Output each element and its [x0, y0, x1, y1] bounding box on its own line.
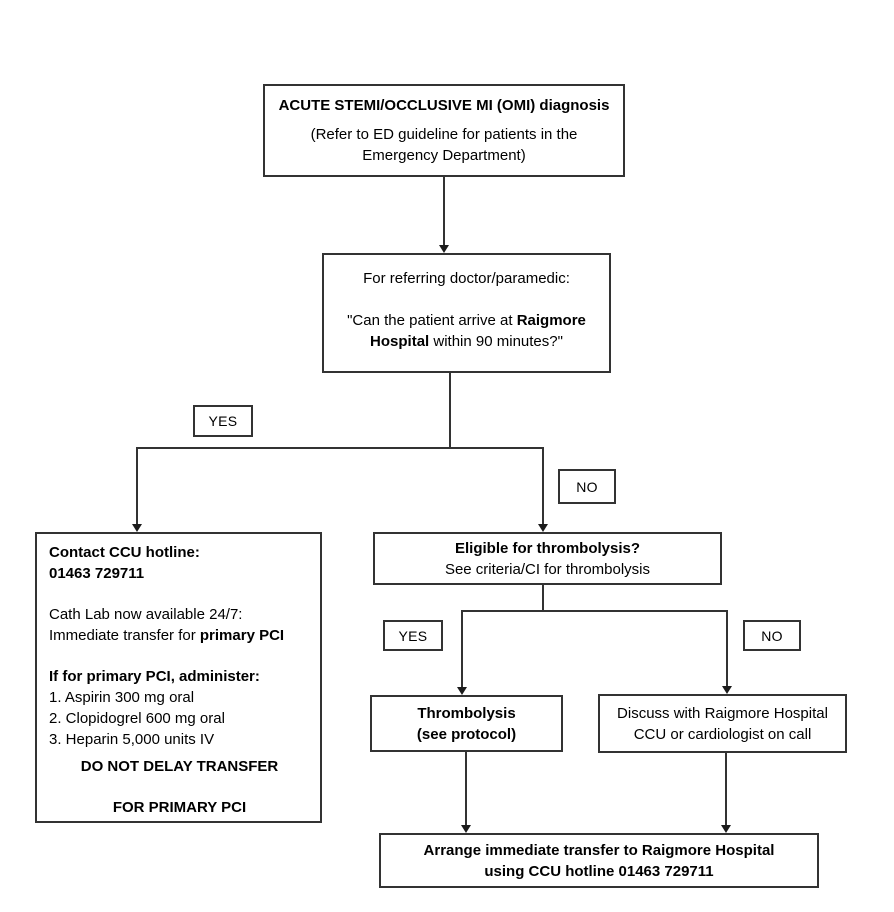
administer-item-3: 3. Heparin 5,000 units IV	[49, 731, 215, 748]
connector-eligible-split	[461, 585, 728, 688]
thrombolysis-box: Thrombolysis (see protocol)	[370, 695, 563, 752]
arrowheads	[132, 245, 732, 833]
warning-line2: FOR PRIMARY PCI	[112, 799, 247, 816]
question-text-post: within 90 minutes?"	[429, 333, 563, 350]
cath-lab-line2-bold: primary PCI	[199, 627, 285, 644]
spacer	[324, 289, 609, 310]
cath-lab-line1: Cath Lab now available 24/7:	[49, 606, 243, 623]
diagnosis-subtitle-line1: (Refer to ED guideline for patients in t…	[310, 126, 578, 143]
connector-to-final	[465, 752, 727, 826]
question-text: "Can the patient arrive at Raigmore Hosp…	[324, 310, 609, 352]
ccu-hotline-line1: Contact CCU hotline:	[49, 544, 200, 561]
branch-label-yes-2: YES	[383, 620, 443, 651]
branch-label-no-2: NO	[743, 620, 801, 651]
final-transfer-box: Arrange immediate transfer to Raigmore H…	[379, 833, 819, 888]
administer-item-2: 2. Clopidogrel 600 mg oral	[49, 710, 225, 727]
arrowhead-pci	[132, 524, 142, 532]
thrombolysis-line1: Thrombolysis	[417, 704, 516, 722]
arrowhead-question	[439, 245, 449, 253]
thrombolysis-line2: (see protocol)	[416, 725, 517, 743]
discuss-box: Discuss with Raigmore Hospital CCU or ca…	[598, 694, 847, 753]
eligible-box: Eligible for thrombolysis? See criteria/…	[373, 532, 722, 585]
spacer	[49, 777, 310, 797]
arrowhead-final-left	[461, 825, 471, 833]
pci-pathway-box: Contact CCU hotline: 01463 729711 Cath L…	[35, 532, 322, 823]
arrowhead-final-right	[721, 825, 731, 833]
administer-title: If for primary PCI, administer:	[49, 668, 260, 685]
branch-label-no-1: NO	[558, 469, 616, 504]
cath-lab-line2-pre: Immediate transfer for	[49, 627, 200, 644]
spacer	[49, 584, 310, 604]
spacer	[265, 116, 623, 124]
question-text-hospital: Raigmore Hospital	[370, 312, 586, 350]
ccu-hotline-number: 01463 729711	[49, 565, 145, 582]
eligible-subtitle: See criteria/CI for thrombolysis	[444, 560, 651, 578]
final-line1: Arrange immediate transfer to Raigmore H…	[423, 841, 775, 859]
question-text-pre: "Can the patient arrive at	[347, 312, 517, 329]
eligible-title: Eligible for thrombolysis?	[454, 539, 641, 557]
question-box: For referring doctor/paramedic: "Can the…	[322, 253, 611, 373]
final-line2: using CCU hotline 01463 729711	[484, 862, 714, 880]
arrowhead-eligible	[538, 524, 548, 532]
administer-item-1: 1. Aspirin 300 mg oral	[49, 689, 195, 706]
warning-line1: DO NOT DELAY TRANSFER	[80, 758, 279, 775]
arrowhead-discuss	[722, 686, 732, 694]
discuss-line2: CCU or cardiologist on call	[633, 725, 812, 743]
diagnosis-title: ACUTE STEMI/OCCLUSIVE MI (OMI) diagnosis	[278, 97, 610, 114]
diagnosis-subtitle-line2: Emergency Department)	[362, 147, 526, 164]
cath-lab-line2: Immediate transfer for primary PCI	[49, 625, 310, 646]
connector-question-split	[136, 373, 544, 525]
question-intro: For referring doctor/paramedic:	[363, 270, 570, 287]
discuss-line1: Discuss with Raigmore Hospital	[617, 704, 828, 722]
arrowhead-thrombolysis	[457, 687, 467, 695]
branch-label-yes-1: YES	[193, 405, 253, 437]
spacer	[49, 646, 310, 666]
diagnosis-box: ACUTE STEMI/OCCLUSIVE MI (OMI) diagnosis…	[263, 84, 625, 177]
